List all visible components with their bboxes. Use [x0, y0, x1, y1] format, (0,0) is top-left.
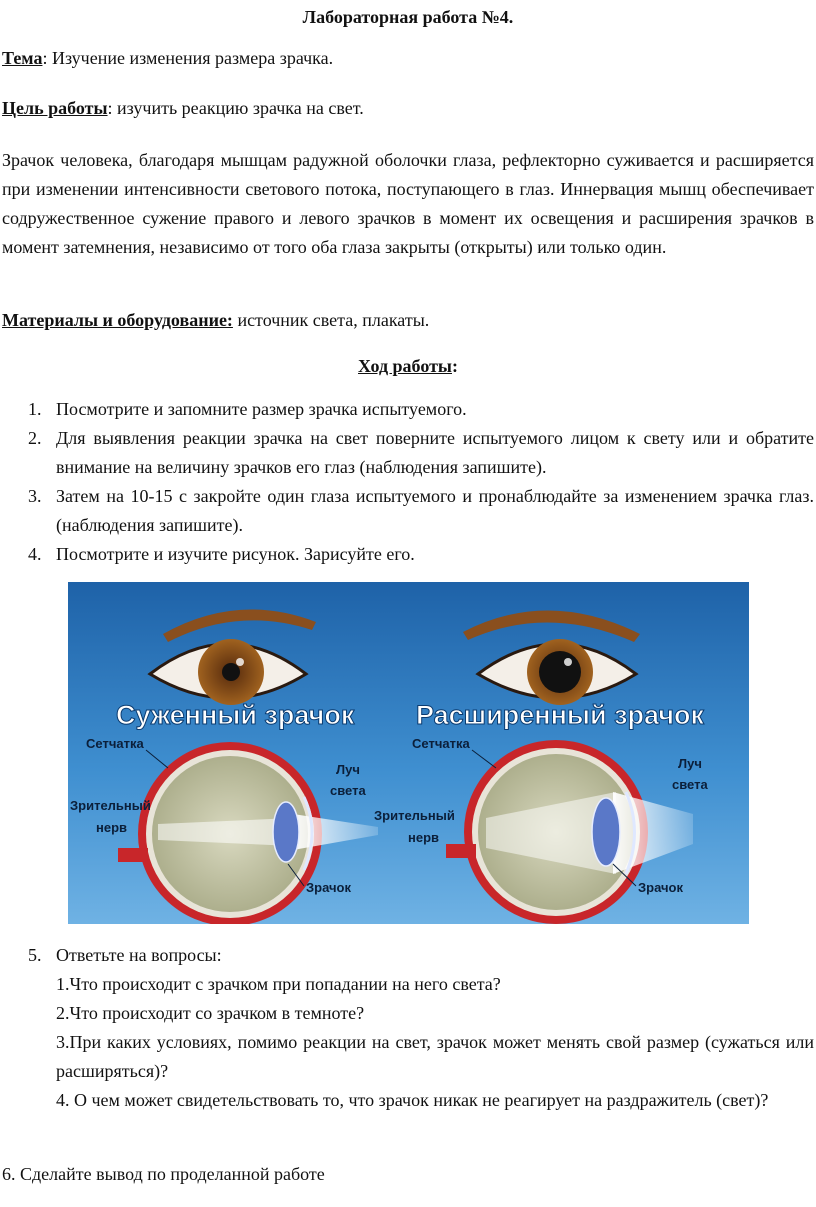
intro-paragraph: Зрачок человека, благодаря мышцам радужн…	[2, 150, 814, 257]
procedure-heading-label: Ход работы	[358, 356, 452, 376]
left-optic-nerve-label-1: Зрительный	[70, 798, 151, 813]
goal-line: Цель работы: изучить реакцию зрачка на с…	[2, 94, 814, 123]
right-retina-label: Сетчатка	[412, 736, 470, 751]
right-pupil-label: Зрачок	[638, 880, 683, 895]
right-eye-icon	[463, 610, 640, 705]
step-text: Посмотрите и запомните размер зрачка исп…	[56, 399, 467, 419]
right-optic-nerve-label-1: Зрительный	[374, 808, 455, 823]
left-retina-label: Сетчатка	[86, 736, 144, 751]
step-number: 1.	[28, 399, 42, 419]
topic-text: : Изучение изменения размера зрачка.	[42, 48, 334, 68]
right-eyeball-diagram	[446, 740, 693, 924]
materials-text: источник света, плакаты.	[232, 310, 430, 330]
list-item: 1. Посмотрите и запомните размер зрачка и…	[0, 395, 814, 424]
pupil-illustration: Суженный зрачок Расширенный зрачок Сетча…	[68, 582, 749, 924]
left-light-ray-label-1: Луч	[336, 762, 360, 777]
procedure-heading: Ход работы:	[2, 352, 814, 381]
page-title: Лабораторная работа №4.	[302, 7, 514, 27]
procedure-steps: 1. Посмотрите и запомните размер зрачка и…	[0, 395, 814, 569]
list-item: 4. Посмотрите и изучите рисунок. Зарисуйт…	[0, 540, 814, 569]
step-number: 4.	[28, 544, 42, 564]
topic-line: Тема: Изучение изменения размера зрачка.	[2, 44, 814, 73]
left-optic-nerve-label-2: нерв	[96, 820, 127, 835]
left-title: Суженный зрачок	[116, 700, 355, 730]
left-eye-icon	[147, 609, 316, 705]
goal-text: : изучить реакцию зрачка на свет.	[107, 98, 364, 118]
left-eyeball-diagram	[118, 742, 378, 924]
list-item: 2. Для выявления реакции зрачка на свет п…	[0, 424, 814, 482]
questions-number: 5.	[28, 945, 42, 965]
list-item: 3. Затем на 10-15 с закройте один глаза и…	[0, 482, 814, 540]
right-light-ray-label-1: Луч	[678, 756, 702, 771]
left-light-ray-label-2: света	[330, 783, 366, 798]
questions-heading: 5. Ответьте на вопросы:	[0, 941, 814, 970]
conclusion-line: 6. Сделайте вывод по проделанной работе	[2, 1164, 325, 1184]
step-text: Затем на 10-15 с закройте один глаза исп…	[56, 486, 814, 535]
questions-heading-text: Ответьте на вопросы:	[56, 945, 222, 965]
question-item: 1.Что происходит с зрачком при попадании…	[56, 974, 501, 994]
procedure-heading-colon: :	[451, 356, 458, 376]
right-title: Расширенный зрачок	[416, 700, 704, 730]
right-light-ray-label-2: света	[672, 777, 708, 792]
step-number: 2.	[28, 428, 42, 448]
question-item: 4. О чем может свидетельствовать то, что…	[56, 1090, 769, 1110]
topic-label: Тема	[2, 48, 43, 68]
left-pupil-label: Зрачок	[306, 880, 351, 895]
step-text: Посмотрите и изучите рисунок. Зарисуйте …	[56, 544, 415, 564]
goal-label: Цель работы	[2, 98, 108, 118]
right-optic-nerve-label-2: нерв	[408, 830, 439, 845]
questions-block: 5. Ответьте на вопросы: 1.Что происходит …	[0, 941, 814, 1115]
materials-label: Материалы и оборудование:	[2, 310, 233, 330]
step-text: Для выявления реакции зрачка на свет пов…	[56, 428, 814, 477]
materials-line: Материалы и оборудование: источник света…	[2, 306, 814, 335]
question-item: 2.Что происходит со зрачком в темноте?	[56, 1003, 365, 1023]
question-item: 3.При каких условиях, помимо реакции на …	[56, 1032, 814, 1081]
step-number: 3.	[28, 486, 42, 506]
